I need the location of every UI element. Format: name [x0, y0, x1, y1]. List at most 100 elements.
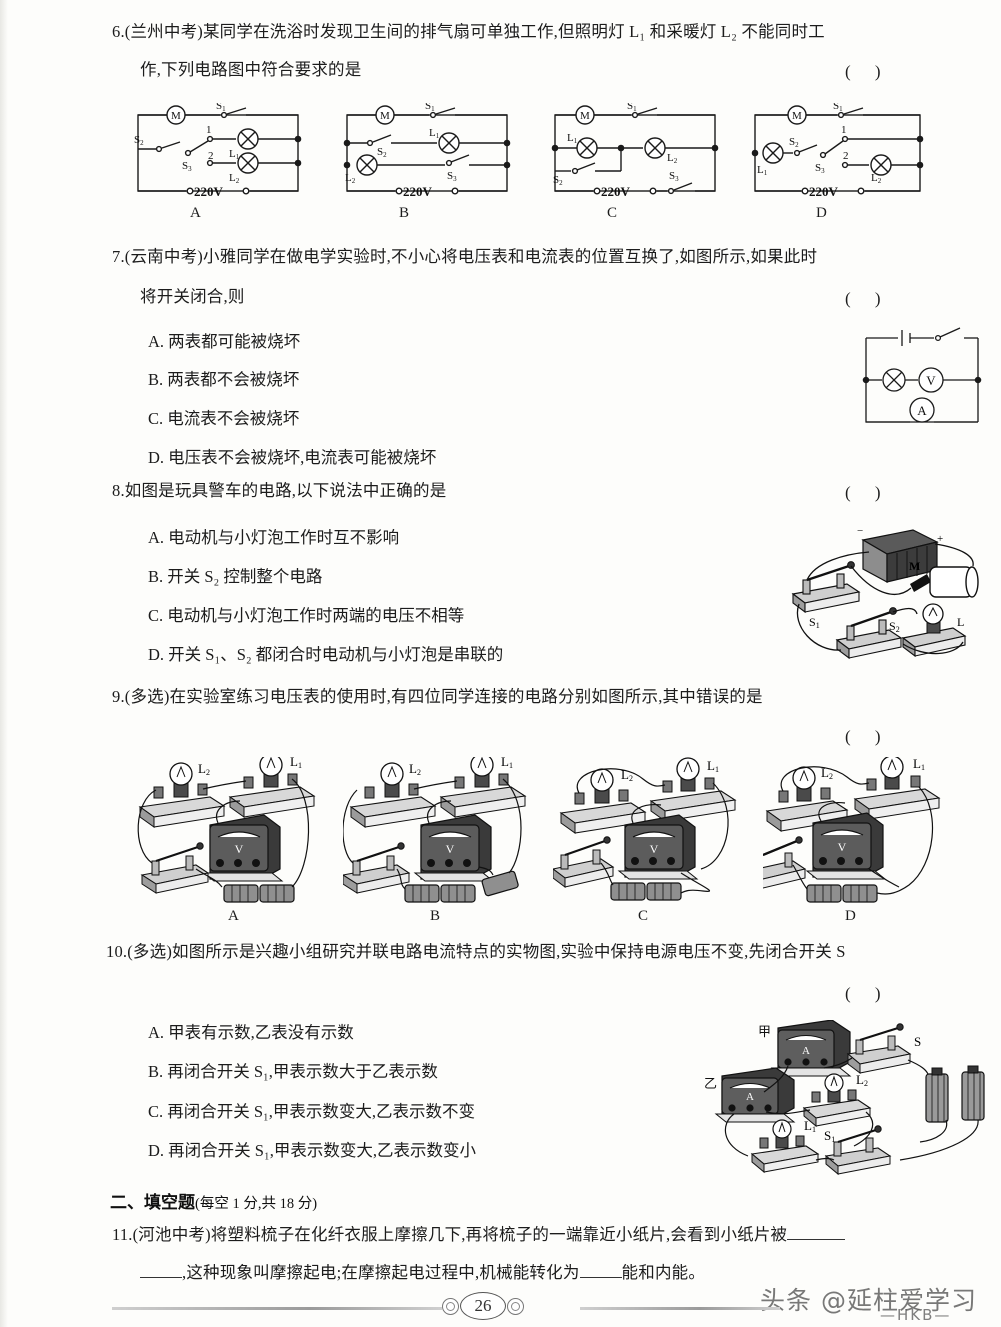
svg-text:A: A	[802, 1045, 810, 1057]
svg-text:L1: L1	[429, 127, 440, 140]
svg-text:S2: S2	[789, 136, 799, 149]
q6-figure-caption-a: A	[190, 205, 201, 221]
svg-text:S1: S1	[833, 103, 843, 113]
svg-text:M: M	[580, 110, 590, 122]
svg-text:L1: L1	[913, 757, 925, 772]
svg-text:S1: S1	[824, 1128, 835, 1144]
q8-option-b[interactable]: B. 开关 S₂ 控制整个电路	[148, 567, 323, 586]
q6-figure-caption-c: C	[607, 205, 618, 221]
q7-option-c[interactable]: C. 电流表不会被烧坏	[148, 409, 300, 428]
q6-line-2-row: 作,下列电路图中符合要求的是	[140, 60, 362, 79]
svg-text:M: M	[171, 110, 181, 122]
q10-answer-bracket[interactable]: ( )	[845, 984, 891, 1003]
q10-line-1: 10.(多选)如图所示是兴趣小组研究并联电路电流特点的实物图,实验中保持电源电压…	[106, 942, 846, 961]
q9-figure-caption-d: D	[845, 908, 856, 924]
q8-line-1: 8.如图是玩具警车的电路,以下说法中正确的是	[112, 481, 447, 500]
svg-text:L1: L1	[804, 1118, 816, 1134]
svg-text:乙: 乙	[704, 1076, 717, 1091]
q11-blank-2[interactable]	[140, 1264, 182, 1278]
svg-text:V: V	[838, 840, 847, 854]
q9-apparatus-c: L2 L1 V	[551, 757, 768, 922]
svg-text:L1: L1	[290, 757, 302, 770]
q7-line-2-row: 将开关闭合,则	[140, 287, 245, 306]
q10-option-d[interactable]: D. 再闭合开关 S₁,甲表示数变大,乙表示数变小	[148, 1141, 476, 1160]
svg-text:M: M	[380, 110, 390, 122]
q10-option-a[interactable]: A. 甲表有示数,乙表没有示数	[148, 1023, 354, 1042]
svg-text:M: M	[909, 559, 920, 573]
page-number-group: 26	[442, 1292, 524, 1320]
watermark-main: 头条 @延柱爱学习	[760, 1286, 977, 1315]
svg-text:S3: S3	[447, 170, 457, 183]
svg-text:220V: 220V	[809, 184, 839, 199]
svg-text:L1: L1	[501, 757, 513, 770]
q6-circuit-d: M S1 S2 S3 1 2 L1 L2 220V	[745, 103, 955, 203]
svg-text:L2: L2	[345, 172, 356, 185]
q9-figure-caption-b: B	[430, 908, 441, 924]
q6-line-1: 6.(兰州中考)某同学在洗浴时发现卫生间的排气扇可单独工作,但照明灯 L₁ 和采…	[112, 22, 825, 41]
q8-option-d[interactable]: D. 开关 S₁、S₂ 都闭合时电动机与小灯泡是串联的	[148, 645, 504, 664]
svg-text:L2: L2	[198, 761, 210, 777]
q11-blank-3[interactable]	[579, 1264, 622, 1278]
svg-text:220V: 220V	[194, 184, 224, 199]
svg-text:2: 2	[208, 150, 214, 162]
q11-line-1-text: 11.(河池中考)将塑料梳子在化纤衣服上摩擦几下,再将梳子的一端靠近小纸片,会看…	[112, 1225, 788, 1244]
svg-text:L1: L1	[567, 132, 578, 145]
svg-text:L2: L2	[871, 172, 882, 185]
svg-text:V: V	[235, 842, 244, 856]
q7-option-d[interactable]: D. 电压表不会被烧坏,电流表可能被烧坏	[148, 448, 437, 467]
svg-text:L2: L2	[667, 152, 678, 165]
q8-answer-bracket[interactable]: ( )	[845, 483, 891, 502]
q11-line-2-text: ,这种现象叫摩擦起电;在摩擦起电过程中,机械能转化为	[182, 1263, 580, 1282]
svg-text:L2: L2	[821, 765, 833, 781]
svg-text:V: V	[926, 373, 936, 388]
q9-figure-caption-a: A	[228, 908, 239, 924]
q8-toy-car-circuit-figure: − + M S1	[785, 522, 1000, 677]
svg-text:L2: L2	[621, 767, 633, 783]
svg-text:L2: L2	[409, 761, 421, 777]
q10-parallel-circuit-figure: A 甲 A 乙	[700, 1019, 995, 1190]
svg-text:+: +	[937, 533, 943, 545]
q10-option-b[interactable]: B. 再闭合开关 S₁,甲表示数大于乙表示数	[148, 1062, 438, 1081]
q6-circuit-b: M S1 S2 S3 L1 L2 220V	[337, 103, 537, 203]
q8-option-a[interactable]: A. 电动机与小灯泡工作时互不影响	[148, 528, 400, 547]
svg-text:V: V	[650, 842, 659, 856]
q7-line-2: 将开关闭合,则	[140, 287, 245, 306]
svg-text:S3: S3	[815, 162, 825, 175]
svg-text:S: S	[914, 1034, 921, 1049]
q6-answer-bracket[interactable]: ( )	[845, 62, 891, 81]
q11-blank-1[interactable]	[787, 1226, 846, 1240]
svg-text:L: L	[957, 615, 964, 629]
q9-figure-caption-c: C	[638, 908, 649, 924]
question-11-text: 11.(河池中考)将塑料梳子在化纤衣服上摩擦几下,再将梳子的一端靠近小纸片,会看…	[112, 1225, 846, 1244]
question-7-text: 7.(云南中考)小雅同学在做电学实验时,不小心将电压表和电流表的位置互换了,如图…	[112, 247, 818, 266]
svg-text:S2: S2	[134, 134, 144, 147]
svg-text:S2: S2	[889, 619, 900, 634]
q11-line-2-tail: 能和内能。	[621, 1263, 706, 1282]
q9-answer-bracket[interactable]: ( )	[845, 727, 891, 746]
section-heading-title: 二、填空题	[110, 1193, 195, 1212]
q7-option-b[interactable]: B. 两表都不会被烧坏	[148, 370, 300, 389]
q11-line-1: 11.(河池中考)将塑料梳子在化纤衣服上摩擦几下,再将梳子的一端靠近小纸片,会看…	[112, 1225, 846, 1244]
svg-text:2: 2	[843, 150, 849, 162]
q10-option-c[interactable]: C. 再闭合开关 S₁,甲表示数变大,乙表示数不变	[148, 1102, 476, 1121]
svg-text:A: A	[746, 1091, 754, 1103]
q6-line-2: 作,下列电路图中符合要求的是	[140, 60, 362, 79]
q11-line-2-row: ,这种现象叫摩擦起电;在摩擦起电过程中,机械能转化为 能和内能。	[140, 1264, 705, 1282]
svg-text:L1: L1	[757, 164, 768, 177]
q7-option-a[interactable]: A. 两表都可能被烧坏	[148, 332, 301, 351]
svg-text:L2: L2	[229, 172, 240, 185]
page-margin-shade	[0, 0, 8, 1327]
q6-circuit-c: M S1 S2 S3 L1 L2 220V	[545, 103, 745, 203]
q8-option-c[interactable]: C. 电动机与小灯泡工作时两端的电压不相等	[148, 606, 465, 625]
q7-line-1: 7.(云南中考)小雅同学在做电学实验时,不小心将电压表和电流表的位置互换了,如图…	[112, 247, 818, 266]
svg-text:S1: S1	[627, 103, 637, 113]
svg-text:M: M	[792, 110, 802, 122]
svg-text:220V: 220V	[601, 184, 631, 199]
svg-text:S1: S1	[425, 103, 435, 113]
q6-figure-caption-d: D	[816, 205, 827, 221]
q7-answer-bracket[interactable]: ( )	[845, 289, 891, 308]
svg-text:1: 1	[841, 124, 847, 136]
svg-text:S2: S2	[377, 146, 387, 159]
svg-text:V: V	[446, 842, 455, 856]
footer-rule-left	[112, 1307, 442, 1310]
